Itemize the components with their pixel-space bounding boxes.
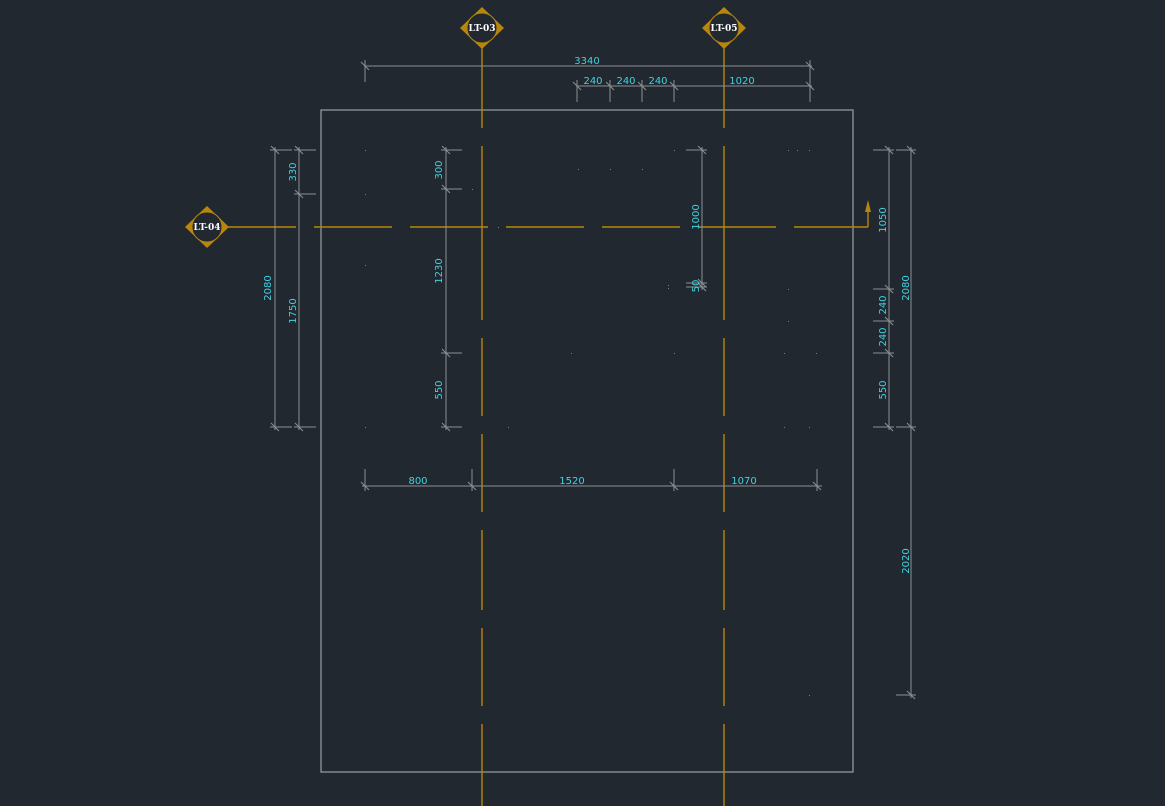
dim-label-1520: 1520 [559,476,584,487]
dim-label-1050: 1050 [878,207,889,232]
section-tag-lt03-label: LT-03 [468,24,495,34]
dim-label-330: 330 [288,162,299,181]
dimension-left-inner [294,145,316,432]
dim-label-2020: 2020 [901,548,912,573]
dimension-far-right-outer [896,145,916,700]
dim-label-2080-left: 2080 [263,275,274,300]
axis-arrow-icon [865,200,871,212]
dim-label-800: 800 [408,476,427,487]
dim-label-1230: 1230 [434,258,445,283]
dim-label-240-1: 240 [583,76,602,87]
section-tag-lt04-label: LT-04 [193,223,220,233]
dim-label-1020: 1020 [729,76,754,87]
dimension-left-outer [270,145,292,432]
dimension-inner-chain [441,145,462,432]
section-tag-lt05-label: LT-05 [710,24,737,34]
dim-label-550-right: 550 [878,380,889,399]
dim-label-1750: 1750 [288,298,299,323]
dim-label-1070: 1070 [731,476,756,487]
dimension-horizontal-chain [360,469,822,491]
section-tag-lt05[interactable]: LT-05 [702,7,746,49]
dim-label-50: 50 [691,280,702,293]
dim-label-1000: 1000 [691,204,702,229]
dim-label-550-inner: 550 [434,380,445,399]
dimension-near-lt05 [686,145,707,292]
dimension-far-right-chain [873,145,894,432]
section-tag-lt03[interactable]: LT-03 [460,7,504,49]
dim-label-3340: 3340 [574,56,599,67]
dim-label-240-right-a: 240 [878,295,889,314]
axis-line-lt04 [228,204,869,228]
section-tag-lt04[interactable]: LT-04 [185,206,229,248]
dim-label-240-3: 240 [648,76,667,87]
dim-label-2080-right: 2080 [901,275,912,300]
dimension-top-segments [572,80,815,102]
dim-label-240-right-b: 240 [878,327,889,346]
dim-label-300: 300 [434,160,445,179]
dim-label-240-2: 240 [616,76,635,87]
dimension-top-overall [360,60,815,82]
construction-points [365,150,817,696]
plan-outline [320,109,854,773]
